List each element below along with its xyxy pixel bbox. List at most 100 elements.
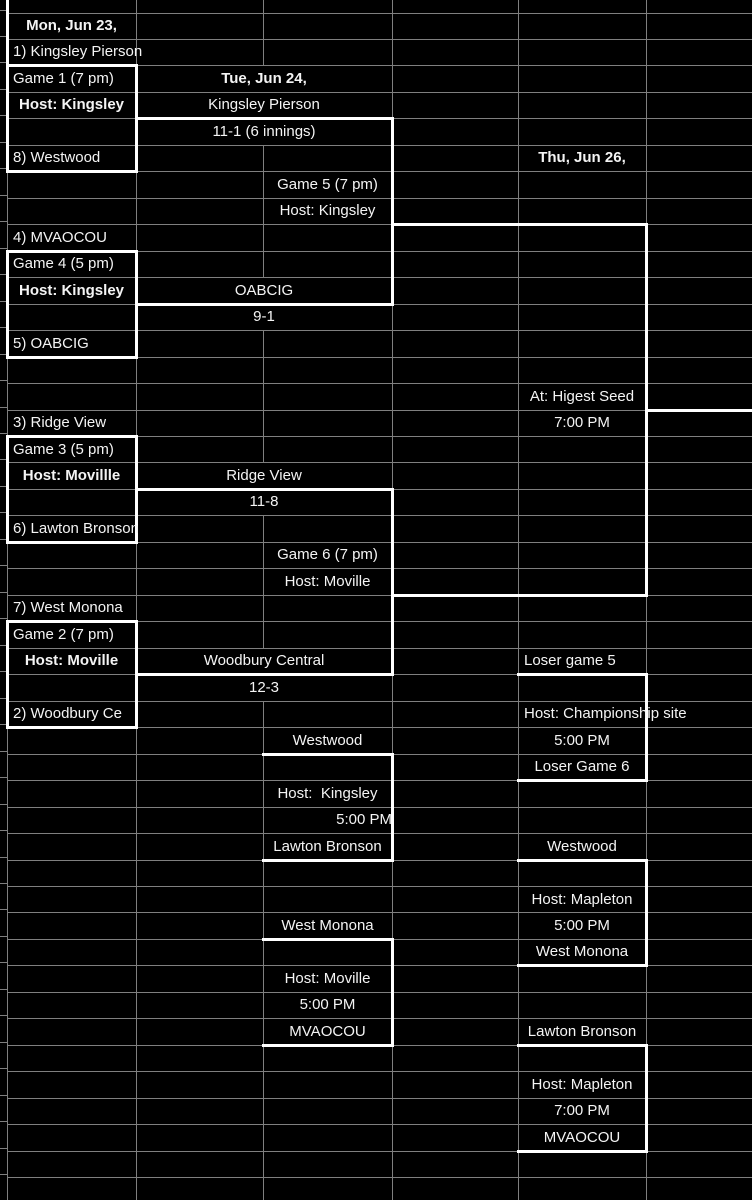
bracket-cell[interactable]: 7) West Monona	[13, 599, 123, 617]
grid-line-horizontal	[7, 1150, 752, 1152]
bracket-cell[interactable]: Host: Moville	[24, 652, 119, 670]
bracket-cell[interactable]: Kingsley Pierson	[208, 96, 320, 114]
partial-column-row-line	[0, 194, 7, 196]
grid-line-horizontal	[7, 462, 752, 464]
grid-line-horizontal	[7, 727, 752, 729]
partial-column-row-line	[0, 327, 7, 329]
partial-column-row-line	[0, 1147, 7, 1149]
bracket-cell[interactable]: Woodbury Central	[203, 652, 325, 670]
partial-column-row-line	[0, 1041, 7, 1043]
bracket-cell[interactable]: 3) Ridge View	[13, 414, 107, 432]
grid-line-horizontal	[7, 991, 752, 993]
bracket-cell[interactable]: Host: Mapleton	[531, 890, 633, 908]
bracket-cell[interactable]: Host: Championship site	[524, 705, 687, 723]
bracket-connector-line	[261, 937, 394, 941]
grid-line-horizontal	[7, 250, 752, 252]
partial-column-row-line	[0, 777, 7, 779]
bracket-cell[interactable]: OABCIG	[234, 281, 294, 299]
grid-line-horizontal	[7, 224, 752, 226]
game-2-box	[5, 620, 138, 730]
bracket-cell[interactable]: Host: Moville	[284, 969, 371, 987]
bracket-cell[interactable]: 5:00 PM	[554, 731, 610, 749]
bracket-cell[interactable]: 5) OABCIG	[13, 334, 89, 352]
bracket-cell[interactable]: Thu, Jun 26,	[538, 149, 626, 167]
bracket-cell[interactable]: Tue, Jun 24,	[221, 69, 307, 87]
bracket-cell[interactable]: Game 2 (7 pm)	[13, 625, 114, 643]
bracket-cell[interactable]: 1) Kingsley Pierson	[13, 43, 143, 61]
bracket-cell[interactable]: Host: Kingsley	[18, 281, 124, 299]
partial-column-row-line	[0, 1068, 7, 1070]
grid-line-horizontal	[7, 700, 752, 702]
bracket-cell[interactable]: Game 1 (7 pm)	[13, 69, 114, 87]
partial-column-row-line	[0, 988, 7, 990]
bracket-cell[interactable]: Game 4 (5 pm)	[13, 255, 114, 273]
bracket-cell[interactable]: Game 5 (7 pm)	[277, 175, 378, 193]
grid-line-horizontal	[7, 780, 752, 782]
partial-column-row-line	[0, 1174, 7, 1176]
bracket-cell[interactable]: At: Higest Seed	[529, 387, 635, 405]
partial-column-row-line	[0, 221, 7, 223]
grid-line-horizontal	[7, 806, 752, 808]
bracket-cell[interactable]: 11-8	[249, 493, 279, 511]
partial-column-row-line	[0, 856, 7, 858]
bracket-cell[interactable]: Loser Game 6	[534, 758, 630, 776]
bracket-connector-line	[516, 1149, 648, 1153]
bracket-cell[interactable]: Mon, Jun 23,	[26, 17, 117, 34]
bracket-cell[interactable]: Ridge View	[226, 466, 302, 484]
partial-column-row-line	[0, 883, 7, 884]
game-3-box	[5, 435, 138, 544]
bracket-cell[interactable]: 7:00 PM	[554, 414, 610, 432]
bracket-cell[interactable]: 12-3	[248, 678, 280, 696]
bracket-cell[interactable]: Host: Kingsley	[18, 96, 124, 114]
partial-column-row-line	[0, 909, 7, 911]
bracket-cell[interactable]: Host: Moville	[284, 572, 371, 590]
bracket-cell[interactable]: Host: Kingsley	[277, 784, 378, 802]
bracket-cell[interactable]: 8) Westwood	[13, 149, 101, 167]
bracket-connector-line	[644, 408, 752, 412]
bracket-connector-line	[5, 0, 9, 68]
bracket-cell[interactable]: 2) Woodbury Ce	[13, 705, 122, 723]
bracket-cell[interactable]: Game 6 (7 pm)	[277, 546, 378, 564]
partial-column-row-line	[0, 353, 7, 355]
partial-column-row-line	[0, 724, 7, 726]
bracket-cell[interactable]: West Monona	[535, 943, 629, 961]
bracket-cell[interactable]: Loser game 5	[524, 652, 616, 670]
bracket-cell[interactable]: Westwood	[292, 731, 363, 749]
bracket-connector-line	[261, 752, 394, 756]
bracket-connector-line	[644, 1043, 648, 1153]
bracket-cell[interactable]: Host: Mapleton	[531, 1075, 633, 1093]
bracket-cell[interactable]: 5:00 PM	[299, 996, 356, 1014]
bracket-cell[interactable]: Lawton Bronson	[273, 837, 382, 855]
partial-column-row-line	[0, 1094, 7, 1096]
grid-line-horizontal	[7, 594, 752, 596]
bracket-cell[interactable]: 5:00 PM	[554, 916, 610, 934]
bracket-connector-line	[390, 117, 394, 306]
bracket-connector-line	[516, 964, 648, 968]
bracket-cell[interactable]: Game 3 (5 pm)	[13, 440, 114, 458]
game-4-box	[5, 249, 138, 359]
bracket-cell[interactable]: 11-1 (6 innings)	[212, 122, 316, 140]
bracket-cell[interactable]: MVAOCOU	[543, 1128, 621, 1146]
bracket-connector-line	[390, 593, 648, 597]
bracket-cell[interactable]: 7:00 PM	[554, 1102, 610, 1120]
bracket-connector-line	[261, 1043, 394, 1047]
bracket-connector-line	[516, 779, 648, 783]
bracket-cell[interactable]: 6) Lawton Bronson	[13, 519, 139, 537]
bracket-cell[interactable]: Host: Kingsley	[279, 202, 376, 220]
partial-column-row-line	[0, 644, 7, 646]
partial-column-row-line	[0, 935, 7, 937]
grid-line-horizontal	[7, 647, 752, 649]
bracket-cell[interactable]: Lawton Bronson	[527, 1022, 637, 1040]
grid-line-horizontal	[7, 1071, 752, 1073]
grid-line-horizontal	[7, 1018, 752, 1020]
bracket-cell[interactable]: 5:00 PM	[336, 811, 392, 829]
bracket-cell[interactable]: 4) MVAOCOU	[13, 228, 107, 246]
bracket-cell[interactable]: 9-1	[253, 308, 275, 326]
bracket-cell[interactable]: Host: Movillle	[22, 466, 121, 484]
bracket-cell[interactable]: Westwood	[547, 837, 617, 855]
partial-column-row-line	[0, 830, 7, 832]
bracket-cell[interactable]: MVAOCOU	[289, 1022, 366, 1040]
partial-column-row-line	[0, 406, 7, 408]
bracket-cell[interactable]: West Monona	[281, 916, 374, 934]
